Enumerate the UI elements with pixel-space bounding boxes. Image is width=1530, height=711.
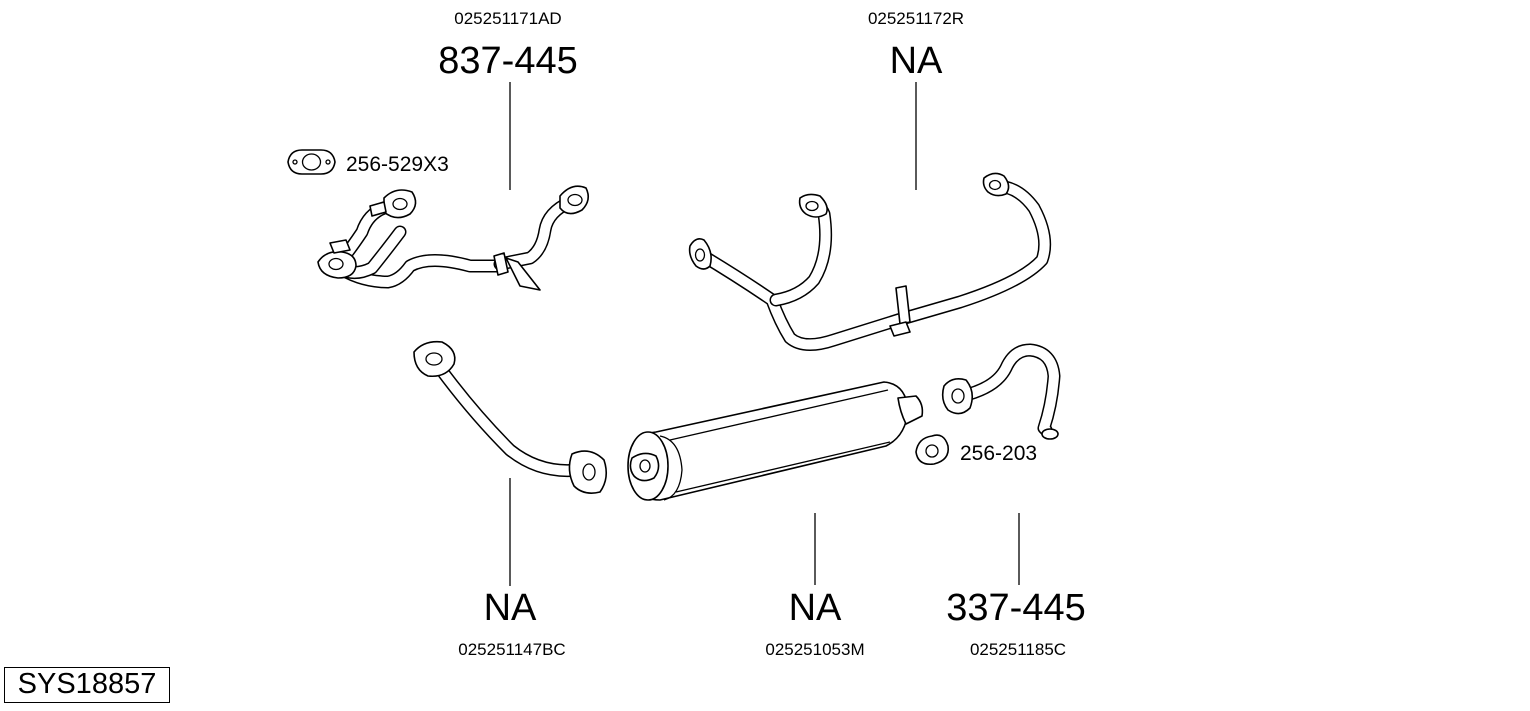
gasket-2-icon <box>915 434 950 466</box>
system-id-badge: SYS18857 <box>4 667 170 703</box>
intermediate-pipe-icon <box>688 172 1052 351</box>
gasket-1-icon <box>287 149 336 175</box>
rear-connecting-pipe-icon <box>413 340 608 494</box>
part-1-catalog-number: 837-445 <box>438 40 577 82</box>
part-4-catalog-number: NA <box>789 587 842 629</box>
part-4-oem-number: 025251053M <box>765 640 864 659</box>
part-1-oem-number: 025251171AD <box>454 9 561 28</box>
tail-pipe-icon <box>941 343 1061 440</box>
part-3-oem-number: 025251147BC <box>458 640 565 659</box>
part-2-catalog-number: NA <box>890 40 943 82</box>
part-5-catalog-number: 337-445 <box>946 587 1085 629</box>
front-pipe-assembly-icon <box>317 185 590 291</box>
gasket-1-label: 256-529X3 <box>346 153 449 176</box>
part-5-oem-number: 025251185C <box>970 640 1066 659</box>
part-2-oem-number: 025251172R <box>868 9 964 28</box>
gasket-2-label: 256-203 <box>960 442 1037 465</box>
part-3-catalog-number: NA <box>484 587 537 629</box>
muffler-icon <box>627 381 924 501</box>
